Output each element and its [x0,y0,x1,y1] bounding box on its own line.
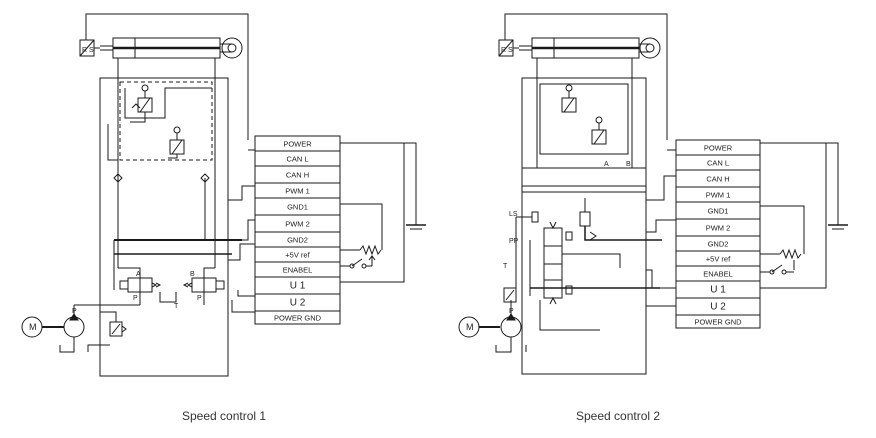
port-b-label: B [626,161,631,168]
terminal-label: +5V ref [706,255,731,264]
terminal-label: U 1 [290,281,306,292]
pump-right [495,300,527,353]
port-a-label: A [604,161,609,168]
terminal-label: POWER [283,140,312,149]
pp-label: PP [509,238,519,245]
cylinder-right [519,37,661,59]
motor-label: M [29,322,37,332]
relief-valve-left [100,311,127,337]
terminal-label: +5V ref [285,251,310,260]
position-sensor-left [79,39,100,57]
terminal-cell [675,314,761,329]
schematic-right [458,13,848,375]
counterbalance-valve-lower-left [168,126,185,159]
compensator-valve [579,198,597,241]
terminal-label: U 2 [710,302,726,313]
terminal-label: PWM 2 [285,220,310,229]
terminal-cell [254,310,341,325]
counterbalance-valve-upper-right [561,84,577,113]
terminal-label: ENABEL [283,266,313,275]
position-sensor-right [498,39,519,57]
terminal-label: GND2 [708,240,729,249]
terminal-label: PWM 1 [706,191,731,200]
tank-label: T [174,303,179,310]
terminal-label: ENABEL [703,270,733,279]
terminal-label: POWER GND [274,314,322,323]
load-sensing-valve [516,211,539,223]
terminal-label: PWM 2 [706,224,731,233]
pump-port-label: P [509,308,514,315]
terminal-label: GND2 [287,236,308,245]
terminal-label: PWM 1 [285,187,310,196]
port-a-label: A [136,271,141,278]
sensor-label: R S [501,47,513,54]
terminal-label: GND1 [287,203,308,212]
terminal-label: CAN H [706,175,729,184]
pump-left [59,304,140,353]
terminal-label: CAN L [286,155,308,164]
terminal-label: U 1 [710,285,726,296]
motor-right [458,316,500,338]
port-b-label: B [190,271,195,278]
terminal-label: POWER [704,144,733,153]
proportional-valve-stack [543,221,573,305]
tank-label: T [503,263,508,270]
counterbalance-valve-upper-left [130,84,153,123]
motor-label: M [466,322,474,332]
terminal-label: GND1 [708,207,729,216]
ls-label: LS [509,211,518,218]
counterbalance-valve-lower-right [591,116,607,145]
terminal-label: CAN L [707,159,729,168]
motor-left [21,316,64,338]
valve-p-label: P [197,295,202,302]
valve-p-label: P [133,295,138,302]
caption-speed-control-1: Speed control 1 [182,409,267,423]
terminal-label: U 2 [290,298,306,309]
terminal-label: CAN H [286,171,309,180]
sensor-label: R S [82,47,94,54]
schematic-left [21,13,426,377]
cylinder-left [100,37,243,64]
terminal-label: POWER GND [694,318,742,327]
relief-valve-right [503,287,517,303]
pump-port-label: P [72,308,77,315]
caption-speed-control-2: Speed control 2 [576,409,661,423]
